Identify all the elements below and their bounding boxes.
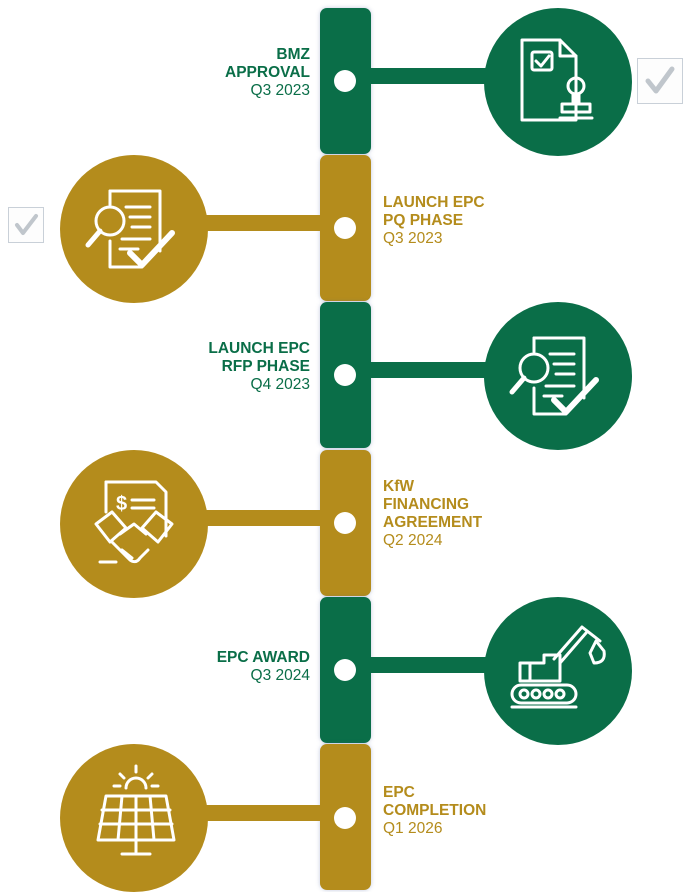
milestone-date: Q3 2024: [250, 667, 310, 684]
milestone-dot-6: [334, 807, 356, 829]
milestone-dot-3: [334, 364, 356, 386]
milestone-icon-circle-1: [484, 8, 632, 156]
handshake-contract-icon: $: [94, 480, 174, 564]
milestone-title-line: APPROVAL: [225, 64, 310, 81]
completed-checkbox-2: [8, 207, 44, 243]
milestone-dot-4: [334, 512, 356, 534]
milestone-title-line: LAUNCH EPC: [208, 340, 310, 357]
milestone-icon-circle-2: [60, 155, 208, 303]
milestone-title-line: COMPLETION: [383, 802, 487, 819]
milestone-title-line: EPC: [383, 784, 415, 801]
milestone-title-line: LAUNCH EPC: [383, 194, 485, 211]
milestone-date: Q2 2024: [383, 532, 443, 549]
milestone-title-line: AGREEMENT: [383, 514, 483, 531]
milestone-dot-2: [334, 217, 356, 239]
milestone-date: Q1 2026: [383, 820, 443, 837]
checkmark-icon: [645, 66, 675, 94]
excavator-icon: [510, 625, 606, 709]
milestone-label-1: BMZ APPROVAL Q3 2023: [225, 46, 310, 100]
milestone-icon-circle-6: [60, 744, 208, 892]
connector-bar-5: [360, 657, 500, 673]
connector-bar-3: [360, 362, 500, 378]
completed-checkbox-1: [637, 58, 683, 104]
milestone-date: Q3 2023: [383, 230, 443, 247]
document-stamp-icon: [520, 38, 594, 122]
milestone-date: Q4 2023: [250, 376, 310, 393]
milestone-dot-5: [334, 659, 356, 681]
milestone-label-4: KfW FINANCING AGREEMENT Q2 2024: [383, 478, 482, 550]
milestone-title-line: EPC AWARD: [216, 649, 310, 666]
document-review-icon: [509, 336, 599, 416]
document-review-icon: [85, 189, 175, 269]
milestone-dot-1: [334, 70, 356, 92]
milestone-icon-circle-3: [484, 302, 632, 450]
milestone-title-line: FINANCING: [383, 496, 470, 513]
milestone-title-line: BMZ: [276, 46, 310, 63]
checkmark-icon: [15, 214, 38, 235]
milestone-label-6: EPC COMPLETION Q1 2026: [383, 784, 486, 838]
connector-bar-2: [190, 215, 330, 231]
milestone-icon-circle-4: $: [60, 450, 208, 598]
connector-bar-4: [190, 510, 330, 526]
milestone-icon-circle-5: [484, 597, 632, 745]
connector-bar-6: [190, 805, 330, 821]
milestone-title-line: PQ PHASE: [383, 212, 464, 229]
milestone-title-line: RFP PHASE: [221, 358, 310, 375]
solar-panel-icon: [96, 764, 176, 856]
milestone-label-3: LAUNCH EPC RFP PHASE Q4 2023: [208, 340, 310, 394]
svg-text:$: $: [116, 493, 127, 515]
milestone-label-2: LAUNCH EPC PQ PHASE Q3 2023: [383, 194, 485, 248]
milestone-title-line: KfW: [383, 478, 414, 495]
milestone-label-5: EPC AWARD Q3 2024: [217, 649, 310, 685]
connector-bar-1: [360, 68, 500, 84]
milestone-date: Q3 2023: [250, 82, 310, 99]
